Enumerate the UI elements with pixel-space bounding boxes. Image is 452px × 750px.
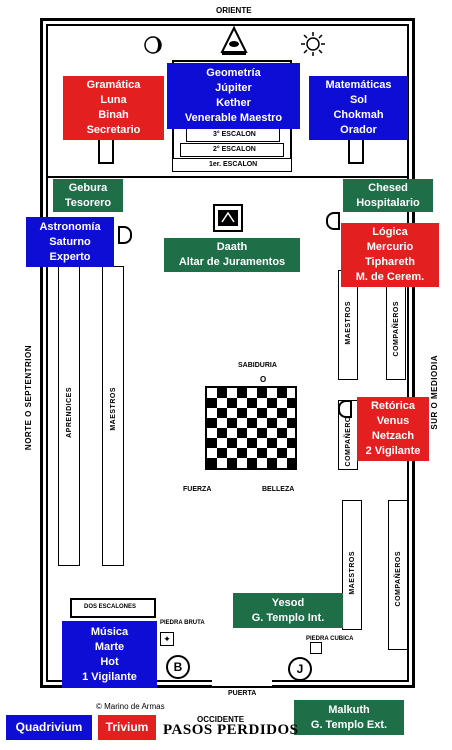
copyright-text: © Marino de Armas xyxy=(96,702,165,711)
delta-eye-icon xyxy=(220,25,248,56)
box-malkuth: Malkuth G. Templo Ext. xyxy=(294,700,404,735)
puerta-label: PUERTA xyxy=(228,690,257,697)
bench-companeros-lower: COMPAÑEROS xyxy=(388,500,408,650)
step-2: 2° ESCALON xyxy=(180,143,284,157)
column-b: B xyxy=(166,655,190,679)
oriente-dais-line xyxy=(46,176,409,178)
pasos-perdidos-label: PASOS PERDIDOS xyxy=(163,722,299,738)
box-chesed: Chesed Hospitalario xyxy=(343,179,433,212)
piedra-bruta-icon: ✦ xyxy=(160,632,174,646)
sabiduria-label: SABIDURIA xyxy=(238,362,277,369)
piedra-bruta-label: PIEDRA BRUTA xyxy=(160,620,205,626)
step-3: 3° ESCALON xyxy=(186,128,280,142)
box-retorica: Retórica Venus Netzach 2 Vigilante xyxy=(357,397,429,461)
bench-maestros-north: MAESTROS xyxy=(102,266,124,566)
secretary-desk xyxy=(98,138,114,164)
legend-quadrivium: Quadrivium xyxy=(6,715,92,740)
sur-label: SUR O MEDIODIA xyxy=(430,355,439,430)
fuerza-label: FUERZA xyxy=(183,486,212,493)
checkerboard-floor xyxy=(205,386,297,470)
ceremonies-chair xyxy=(326,212,340,230)
occidente-label: OCCIDENTE xyxy=(197,715,245,724)
column-j: J xyxy=(288,657,312,681)
dos-escalones: DOS ESCALONES xyxy=(70,598,156,618)
box-gebura: Gebura Tesorero xyxy=(53,179,123,212)
oriente-label: ORIENTE xyxy=(216,6,252,15)
piedra-cubica-icon xyxy=(310,642,322,654)
piedra-cubica-label: PIEDRA CUBICA xyxy=(306,636,354,642)
bench-aprendices: APRENDICES xyxy=(58,266,80,566)
step-1: 1er. ESCALON xyxy=(172,158,292,172)
box-yesod: Yesod G. Templo Int. xyxy=(233,593,343,628)
door-gap xyxy=(212,680,272,688)
box-geometria: Geometría Júpiter Kether Venerable Maest… xyxy=(167,63,300,129)
box-logica: Lógica Mercurio Tiphareth M. de Cerem. xyxy=(341,223,439,287)
sun-icon xyxy=(301,32,325,56)
box-daath: Daath Altar de Juramentos xyxy=(164,238,300,272)
orator-desk xyxy=(348,138,364,164)
norte-label: NORTE O SEPTENTRION xyxy=(24,345,33,451)
second-vigilante-chair xyxy=(338,400,352,418)
belleza-label: BELLEZA xyxy=(262,486,295,493)
legend-trivium: Trivium xyxy=(98,715,156,740)
box-matematicas: Matemáticas Sol Chokmah Orador xyxy=(309,76,408,140)
bench-maestros-south-lower: MAESTROS xyxy=(342,500,362,630)
sabiduria-pillar: O xyxy=(260,375,267,384)
box-gramatica: Gramática Luna Binah Secretario xyxy=(63,76,164,140)
box-astronomia: Astronomía Saturno Experto xyxy=(26,217,114,267)
box-musica: Música Marte Hot 1 Vigilante xyxy=(62,621,157,688)
door-line xyxy=(210,686,274,688)
moon-icon xyxy=(144,36,162,54)
expert-chair xyxy=(118,226,132,244)
altar-icon xyxy=(213,204,243,232)
